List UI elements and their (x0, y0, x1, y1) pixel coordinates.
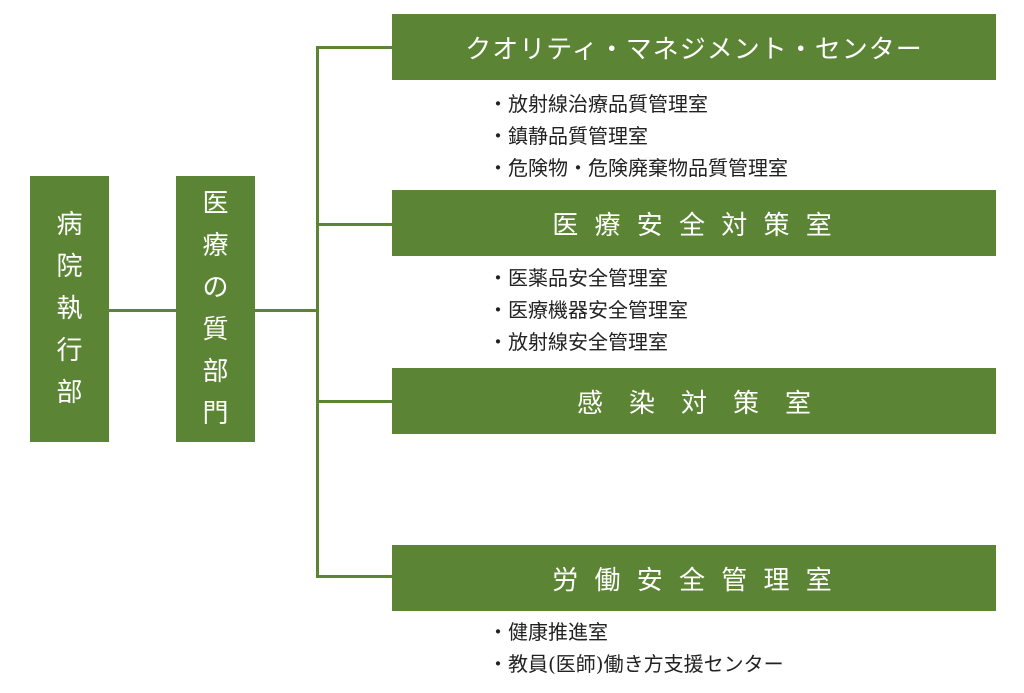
quality-division-box: 医 療 の 質 部 門 (176, 176, 255, 442)
connector-branch-infection-control (316, 400, 392, 403)
department-title: 感 染 対 策 室 (576, 388, 811, 419)
connector-branch-medical-safety (316, 223, 392, 226)
department-box-medical-safety: 医 療 安 全 対 策 室 (392, 190, 996, 256)
department-item: ・危険物・危険廃棄物品質管理室 (488, 156, 788, 180)
connector-trunk (316, 46, 319, 578)
executive-char: 院 (56, 252, 83, 282)
connector-branch-labor-safety (316, 575, 392, 578)
department-item: ・放射線治療品質管理室 (488, 92, 708, 116)
department-item: ・放射線安全管理室 (488, 330, 668, 354)
executive-box: 病 院 執 行 部 (30, 176, 109, 442)
department-box-infection-control: 感 染 対 策 室 (392, 368, 996, 434)
connector-quality-to-trunk (255, 309, 318, 312)
department-box-quality-center: クオリティ・マネジメント・センター (392, 14, 996, 80)
department-item: ・医療機器安全管理室 (488, 298, 688, 322)
executive-char: 行 (56, 336, 83, 366)
department-items-quality-center: ・放射線治療品質管理室 ・鎮静品質管理室 ・危険物・危険廃棄物品質管理室 (488, 88, 788, 184)
quality-division-char: 療 (202, 231, 229, 261)
connector-executive-to-quality (109, 309, 176, 312)
department-items-labor-safety: ・健康推進室 ・教員(医師)働き方支援センター (488, 616, 784, 680)
executive-char: 病 (56, 210, 83, 240)
quality-division-char: 医 (202, 189, 229, 219)
department-item: ・健康推進室 (488, 620, 608, 644)
quality-division-char: 部 (202, 357, 229, 387)
executive-char: 部 (56, 378, 83, 408)
quality-division-char: の (202, 273, 229, 303)
department-box-labor-safety: 労 働 安 全 管 理 室 (392, 545, 996, 611)
executive-char: 執 (56, 294, 83, 324)
department-title: 労 働 安 全 管 理 室 (552, 565, 836, 596)
department-item: ・鎮静品質管理室 (488, 124, 648, 148)
connector-branch-quality-center (316, 46, 392, 49)
department-item: ・教員(医師)働き方支援センター (488, 652, 784, 676)
department-item: ・医薬品安全管理室 (488, 266, 668, 290)
department-title: クオリティ・マネジメント・センター (465, 34, 923, 65)
department-items-medical-safety: ・医薬品安全管理室 ・医療機器安全管理室 ・放射線安全管理室 (488, 262, 688, 358)
quality-division-char: 質 (202, 315, 229, 345)
quality-division-char: 門 (202, 399, 229, 429)
department-title: 医 療 安 全 対 策 室 (552, 210, 836, 241)
